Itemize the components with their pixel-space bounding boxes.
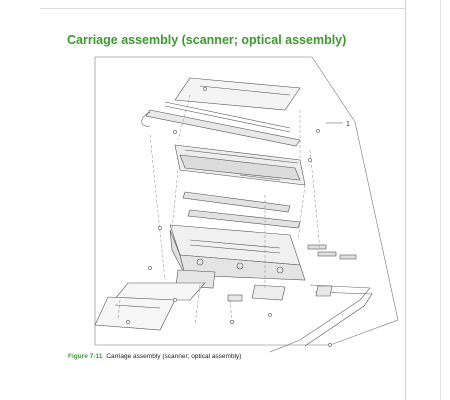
mirror-bar-2 [187, 209, 301, 229]
figure-number: Figure 7-11 [68, 353, 103, 360]
screw [126, 320, 130, 324]
screw [173, 130, 177, 134]
top-cover-plate [174, 77, 301, 111]
ribbon-cable [269, 284, 371, 353]
callout-number: 1 [346, 121, 350, 128]
mirror-bar-1 [182, 191, 291, 213]
screw [268, 313, 272, 317]
cable-hook [141, 111, 151, 127]
screw [158, 226, 162, 230]
section-heading: Carriage assembly (scanner; optical asse… [67, 33, 347, 47]
side-board [251, 284, 286, 301]
screw [328, 343, 332, 347]
assembly-outline [94, 56, 399, 346]
guide-rail [145, 109, 301, 147]
page-border-top [40, 8, 406, 9]
lower-board [113, 282, 206, 301]
figure-caption-text: Carriage assembly (scanner; optical asse… [106, 353, 242, 360]
front-panel [94, 296, 176, 331]
small-bracket [227, 294, 243, 302]
screw [230, 320, 234, 324]
cable-connector [315, 285, 333, 297]
screw [316, 129, 320, 133]
page-border-right [405, 0, 406, 400]
screw [308, 158, 312, 162]
screw [173, 298, 177, 302]
screw [203, 87, 207, 91]
screw [148, 266, 152, 270]
scrollbar-edge [440, 0, 441, 400]
